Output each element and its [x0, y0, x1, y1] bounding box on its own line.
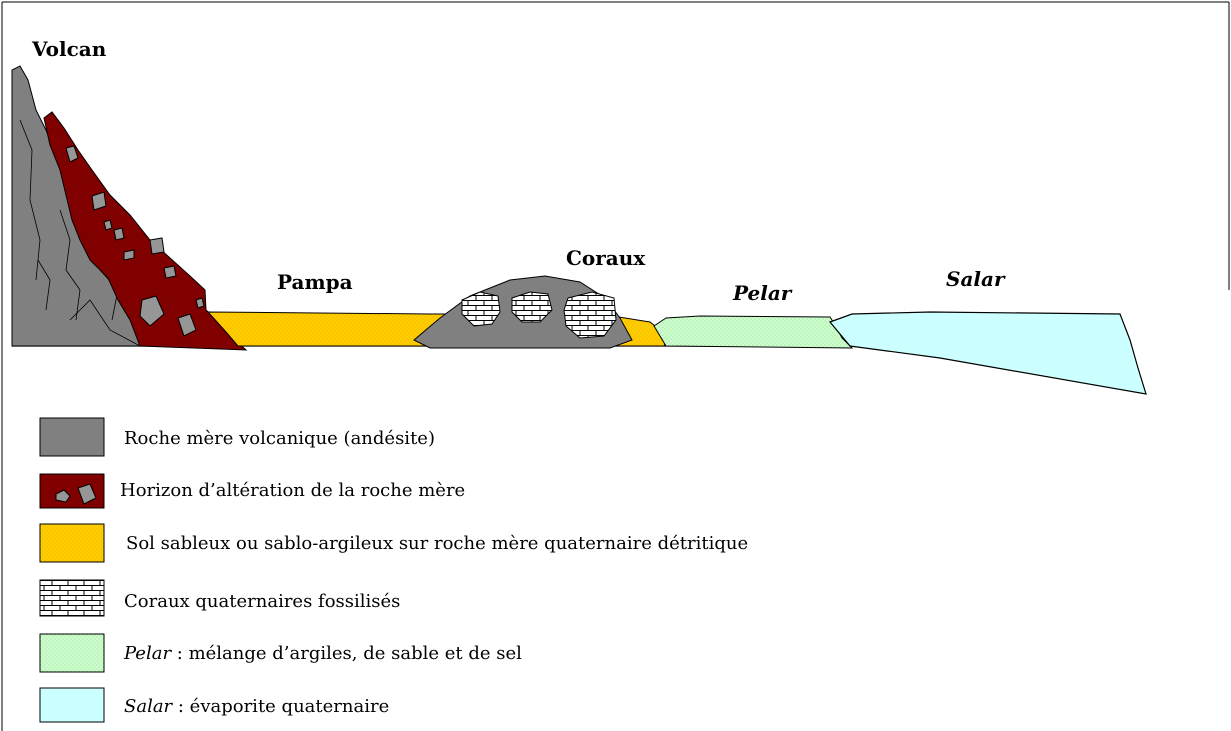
label-coraux: Coraux [566, 246, 646, 270]
legend-swatch-salar [39, 687, 105, 723]
legend-text-coraux: Coraux quaternaires fossilisés [124, 591, 400, 612]
label-volcan: Volcan [31, 37, 107, 61]
legend: Roche mère volcanique (andésite) Horizon… [39, 417, 748, 723]
label-pampa: Pampa [277, 270, 353, 294]
legend-text-pelar: Pelar : mélange d’argiles, de sable et d… [123, 643, 522, 664]
label-salar: Salar [946, 267, 1006, 291]
pelar-deposit [653, 315, 854, 349]
legend-text-salar-desc: : évaporite quaternaire [172, 696, 389, 717]
legend-text-salar: Salar : évaporite quaternaire [124, 696, 389, 717]
legend-swatch-andesite [39, 417, 105, 457]
legend-text-alteration: Horizon d’altération de la roche mère [120, 480, 465, 501]
legend-swatch-pelar [39, 633, 105, 673]
legend-swatch-alteration [39, 473, 105, 509]
legend-swatch-coraux [39, 579, 105, 617]
legend-text-pelar-desc: : mélange d’argiles, de sable et de sel [171, 643, 522, 664]
coral-mound [413, 275, 633, 349]
legend-text-sol: Sol sableux ou sablo-argileux sur roche … [126, 533, 748, 554]
legend-swatch-sol [39, 523, 105, 563]
salar-evaporite [828, 311, 1147, 395]
legend-text-andesite: Roche mère volcanique (andésite) [124, 428, 435, 449]
label-pelar: Pelar [732, 281, 793, 305]
legend-text-pelar-term: Pelar [123, 643, 172, 664]
legend-text-salar-term: Salar [124, 696, 174, 717]
